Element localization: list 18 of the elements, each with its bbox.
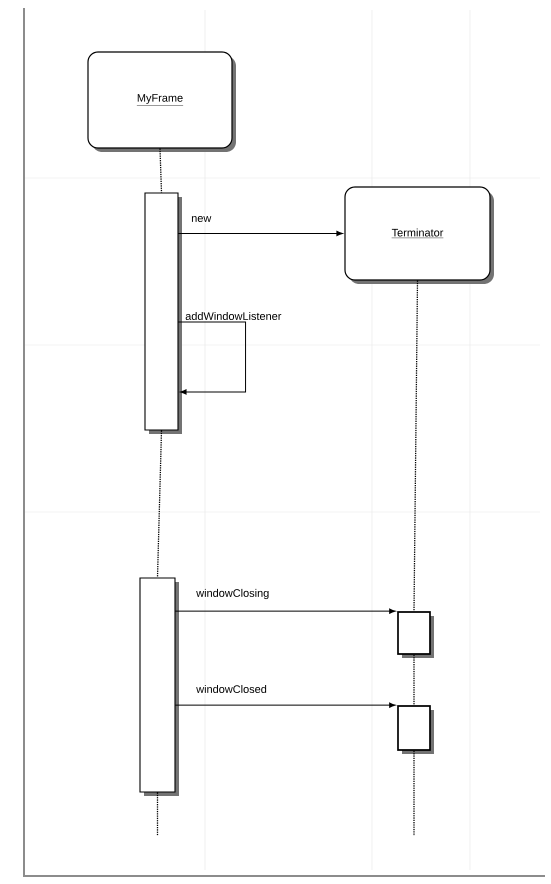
edge-label: addWindowListener bbox=[184, 310, 282, 322]
lifeline bbox=[413, 654, 415, 706]
arrow bbox=[178, 322, 246, 395]
arrow bbox=[175, 608, 396, 614]
edge-label: windowClosing bbox=[195, 588, 270, 600]
object-box: MyFrame bbox=[87, 51, 236, 152]
arrow bbox=[175, 702, 396, 708]
activation-box bbox=[397, 705, 434, 754]
lifeline bbox=[156, 430, 162, 578]
edge-label: new bbox=[190, 215, 212, 223]
arrow bbox=[178, 230, 343, 236]
lifeline bbox=[413, 280, 418, 612]
activation-bar bbox=[139, 577, 179, 796]
activation-box bbox=[397, 611, 434, 658]
edge-label: windowClosed bbox=[195, 684, 268, 694]
activation-bar bbox=[144, 192, 182, 434]
object-box: Terminator bbox=[344, 186, 494, 284]
lifeline bbox=[159, 148, 162, 192]
